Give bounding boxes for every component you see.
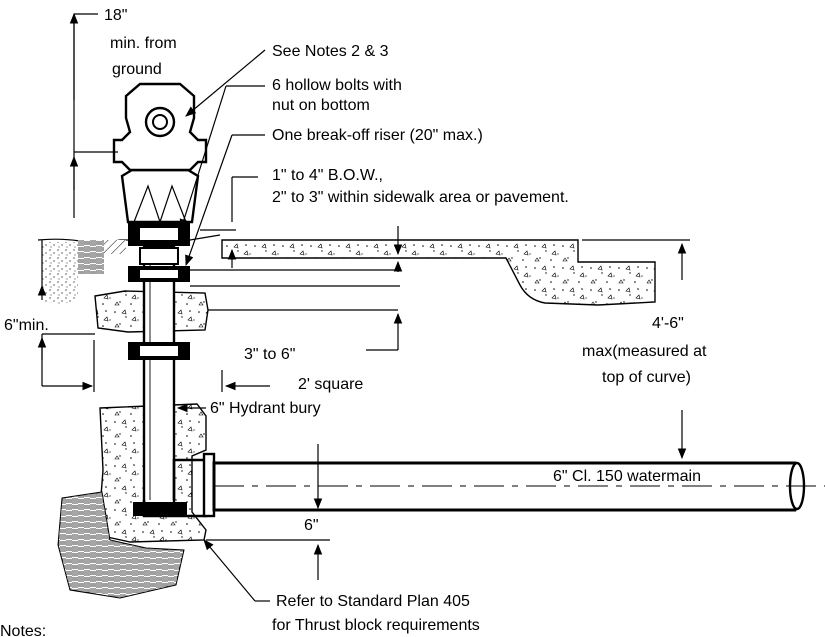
label-ground: ground [112, 61, 162, 78]
label-18-inch: 18" [104, 7, 127, 24]
label-6-min: 6"min. [4, 317, 49, 334]
label-hydrant-bury: 6" Hydrant bury [210, 400, 321, 417]
hydrant-barrel [120, 168, 200, 224]
label-6-inch: 6" [304, 517, 319, 534]
gravel-drainage [57, 491, 185, 599]
label-3-to-6: 3" to 6" [244, 346, 295, 363]
label-notes: Notes: [0, 623, 46, 637]
label-hollow-bolts-2: nut on bottom [272, 97, 370, 114]
label-min-from: min. from [110, 35, 177, 52]
label-depth-1: 4'-6" [652, 315, 684, 332]
label-bow-1: 1" to 4" B.O.W., [272, 167, 383, 184]
label-watermain: 6" Cl. 150 watermain [553, 468, 701, 485]
label-bow-2: 2" to 3" within sidewalk area or pavemen… [272, 189, 569, 206]
ground-texture [78, 240, 104, 274]
base-shoe [133, 502, 187, 516]
ground-hatch [104, 240, 126, 254]
bury-pipe [142, 244, 176, 508]
label-thrust-1: Refer to Standard Plan 405 [276, 593, 470, 610]
sidewalk-and-curb [221, 239, 656, 306]
label-depth-3: top of curve) [602, 369, 691, 386]
label-thrust-2: for Thrust block requirements [272, 617, 480, 634]
label-depth-2: max(measured at [582, 343, 707, 360]
label-break-off-riser: One break-off riser (20" max.) [272, 127, 483, 144]
ground-stipple [40, 242, 78, 305]
label-2-ft-square: 2' square [298, 376, 363, 393]
label-hollow-bolts-1: 6 hollow bolts with [272, 77, 402, 94]
label-see-notes: See Notes 2 & 3 [272, 43, 389, 60]
